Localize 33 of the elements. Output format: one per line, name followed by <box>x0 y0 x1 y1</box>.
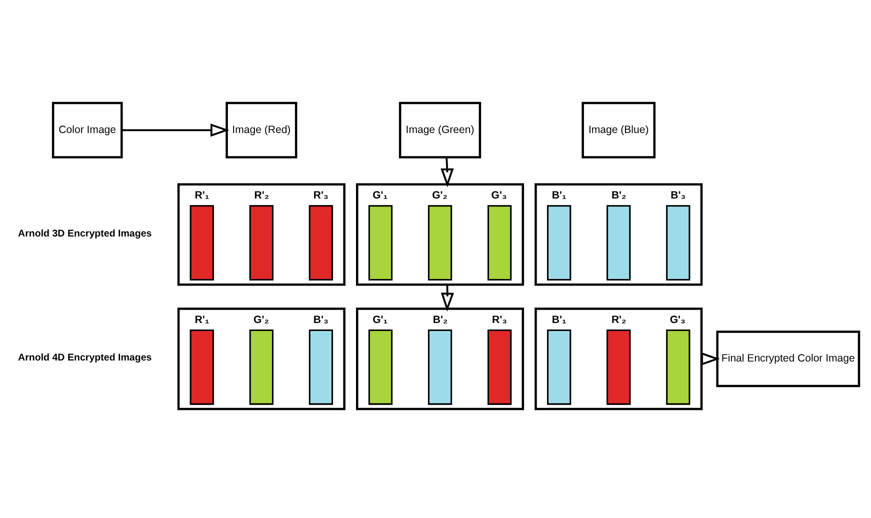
node-label: B'₃ <box>670 189 686 202</box>
cluster <box>356 308 524 410</box>
node-box: Image (Green) <box>398 102 482 158</box>
node-label: B'₃ <box>313 314 328 326</box>
node-label: R'₂ <box>611 314 626 326</box>
node-label: B'₂ <box>432 314 448 326</box>
node-box: Color Image <box>52 102 123 158</box>
node-box: Image (Red) <box>226 102 298 158</box>
cluster <box>534 183 703 286</box>
node-label: R'₁ <box>194 314 210 326</box>
node-label: R'₃ <box>313 189 328 202</box>
node-label: R'₁ <box>194 189 210 202</box>
label: Arnold 4D Encrypted Images <box>18 352 152 364</box>
node-label: B'₁ <box>552 314 566 326</box>
cluster <box>177 308 346 410</box>
node-box: Final Encrypted Color Image <box>716 330 860 388</box>
node-label: R'₂ <box>254 189 270 202</box>
node-label: G'₂ <box>254 314 269 326</box>
cluster <box>356 183 524 286</box>
node-label: G'₃ <box>670 314 686 326</box>
node-label: B'₁ <box>552 189 566 202</box>
cluster <box>177 183 346 286</box>
arrow <box>440 157 454 188</box>
label: Arnold 3D Encrypted Images <box>18 228 152 240</box>
node-label: G'₁ <box>372 314 388 326</box>
node-label: G'₂ <box>432 189 448 202</box>
node-label: R'₃ <box>492 314 507 326</box>
node-label: B'₂ <box>611 189 626 202</box>
node-label: G'₁ <box>372 189 388 202</box>
node-box: Image (Blue) <box>582 102 656 158</box>
arrow <box>440 284 454 312</box>
arrow <box>122 124 230 137</box>
node-label: G'₃ <box>491 189 507 202</box>
